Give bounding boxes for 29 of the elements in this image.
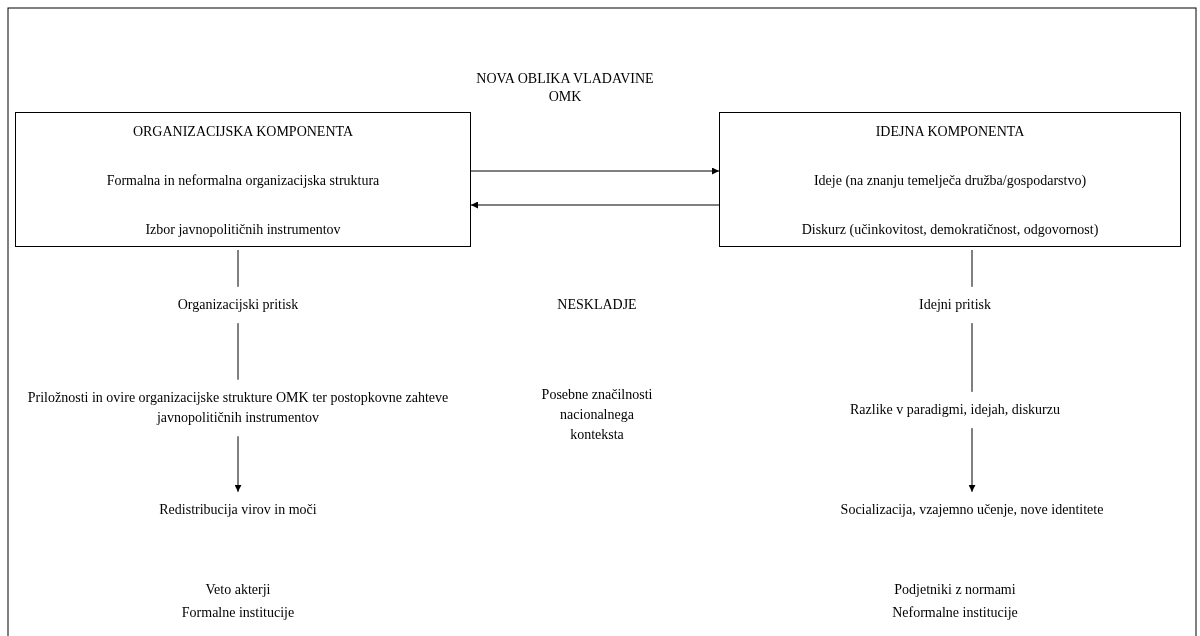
connector-line	[971, 322, 973, 393]
text-label: Neformalne institucije	[891, 603, 1019, 622]
arrow	[470, 167, 720, 175]
node-text: Razlike v paradigmi, idejah, diskurzu	[849, 400, 1061, 419]
box-text: Izbor javnopolitičnih instrumentov	[145, 220, 341, 238]
node-text: Idejni pritisk	[918, 295, 992, 314]
component-box	[15, 112, 471, 247]
text-label: Podjetniki z normami	[893, 580, 1017, 599]
arrow	[470, 201, 720, 209]
node-text: Redistribucija virov in moči	[158, 500, 318, 519]
connector-line	[237, 249, 239, 288]
arrow	[234, 435, 242, 493]
box-heading: ORGANIZACIJSKA KOMPONENTA	[132, 123, 354, 141]
box-text: Diskurz (učinkovitost, demokratičnost, odgovornost)	[801, 220, 1099, 238]
connector-line	[971, 249, 973, 288]
box-heading: IDEJNA KOMPONENTA	[875, 123, 1025, 141]
node-text: Organizacijski pritisk	[176, 295, 300, 314]
text-label: Posebne značilnosti nacionalnega konteksta	[540, 385, 654, 445]
diagram-title: NOVA OBLIKA VLADAVINE OMK	[475, 70, 655, 107]
text-label: Veto akterji	[204, 580, 272, 599]
node-text: Socializacija, vzajemno učenje, nove identitete	[839, 500, 1105, 519]
text-label: Formalne institucije	[180, 603, 296, 622]
node-text: Priložnosti in ovire organizacijske strukture OMK ter postopkovne zahteve javnopolitičnih instrumentov	[26, 388, 450, 427]
arrow	[968, 427, 976, 493]
text-label: NESKLADJE	[556, 295, 638, 314]
component-box	[719, 112, 1181, 247]
box-text: Formalna in neformalna organizacijska struktura	[106, 171, 380, 190]
connector-line	[237, 322, 239, 381]
box-text: Ideje (na znanju temelječa družba/gospodarstvo)	[813, 171, 1087, 190]
